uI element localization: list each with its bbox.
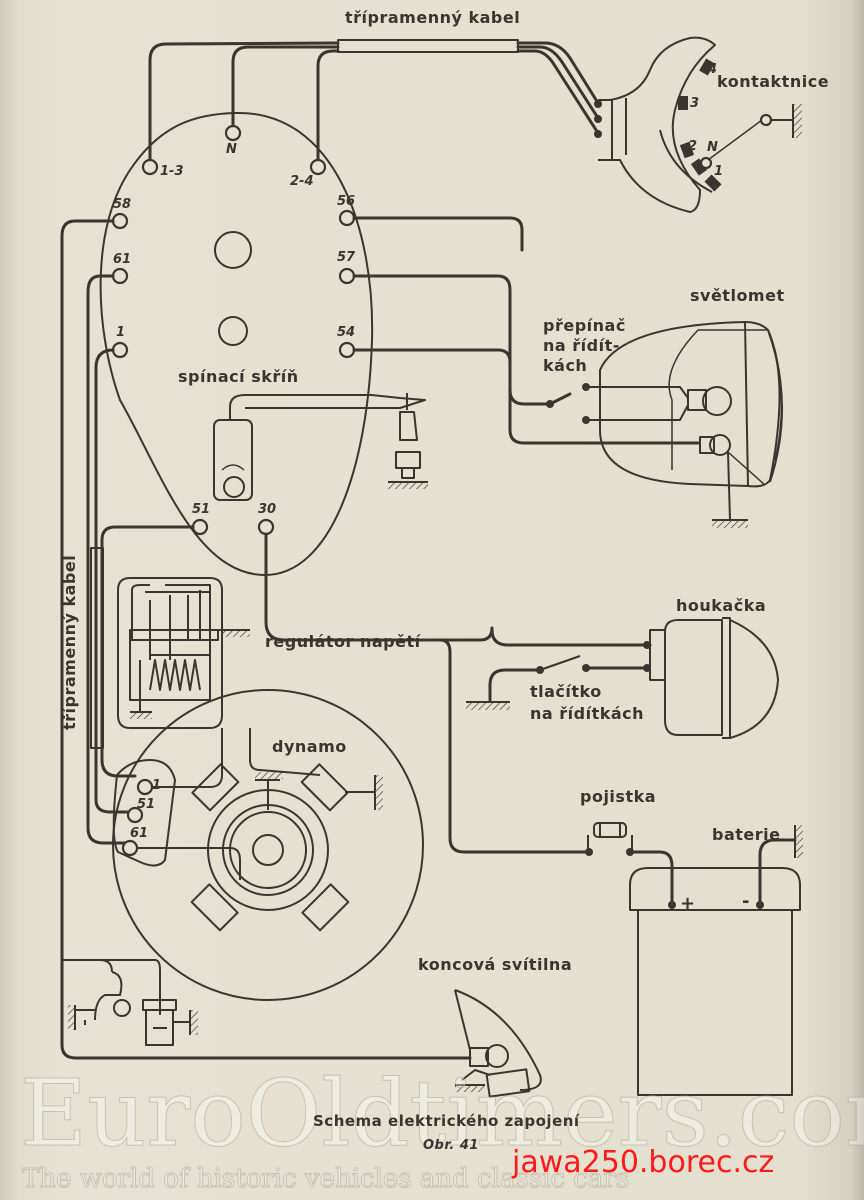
dynamo [112, 689, 424, 1001]
label-fuse: pojistka [580, 787, 657, 806]
wire-30 [264, 532, 652, 647]
breaker-label-3: 3 [690, 96, 700, 111]
figure-number: Obr. 41 [423, 1138, 479, 1153]
watermark-brand: EuroOldtimers.com [19, 1060, 864, 1168]
voltage-regulator [117, 577, 250, 729]
breaker-label-2: 2 [688, 139, 698, 154]
top-cable-sheath [337, 39, 519, 53]
label-dimmer-switch-3: kách [543, 356, 588, 375]
dynamo-terminal-label-61: 61 [130, 826, 149, 841]
wire-54 [352, 348, 700, 445]
terminal-30 [257, 518, 275, 536]
terminal-51 [191, 518, 209, 536]
wire-N [231, 45, 600, 130]
fuse-and-battery [585, 822, 803, 1096]
breaker-label-1: 1 [714, 164, 724, 179]
label-dimmer-switch-2: na řídít- [543, 336, 620, 355]
wire-57 [352, 274, 572, 406]
wire-56 [352, 216, 524, 252]
label-contact-breaker: kontaktnice [717, 72, 830, 91]
contact-breaker [594, 36, 802, 213]
label-horn: houkačka [676, 596, 767, 615]
breaker-and-capacitor [62, 959, 198, 1046]
terminal-57 [338, 267, 356, 285]
terminal-label-54: 54 [337, 325, 356, 340]
label-battery: baterie [712, 825, 781, 844]
tail-light [454, 989, 542, 1098]
label-horn-button-2: na řídítkách [530, 704, 645, 723]
terminal-label-1-3: 1-3 [160, 164, 184, 179]
terminal-54 [338, 341, 356, 359]
terminal-label-61: 61 [113, 252, 132, 267]
terminal-61 [111, 267, 129, 285]
terminal-56 [338, 209, 356, 227]
terminal-58 [111, 212, 129, 230]
switch-box-hole-top [214, 231, 252, 269]
label-dynamo: dynamo [272, 737, 347, 756]
horn [466, 617, 779, 739]
label-switch-box: spínací skříň [178, 367, 299, 386]
terminal-2-4 [309, 158, 327, 176]
battery-plus: + [680, 893, 696, 914]
site-url[interactable]: jawa250.borec.cz [512, 1145, 775, 1180]
terminal-label-56: 56 [337, 194, 356, 209]
label-headlight: světlomet [690, 286, 785, 305]
label-top-cable: třípramenný kabel [345, 8, 521, 27]
terminal-label-N: N [226, 142, 237, 157]
diagram-title: Schema elektrického zapojení [313, 1112, 580, 1130]
terminal-label-1: 1 [116, 325, 126, 340]
switch-box-outline [99, 111, 374, 576]
terminal-label-30: 30 [258, 502, 277, 517]
terminal-1 [111, 341, 129, 359]
wire-51 [100, 525, 195, 778]
terminal-label-51: 51 [192, 502, 211, 517]
switch-box-hole-bottom [218, 316, 248, 346]
label-left-cable: třípramenný kabel [60, 554, 79, 730]
terminal-1-3 [141, 158, 159, 176]
headlight [546, 321, 783, 528]
label-horn-button-1: tlačítko [530, 682, 602, 701]
battery-minus: - [742, 891, 750, 912]
wire-2-4 [316, 49, 600, 164]
label-tail-light: koncová svítilna [418, 955, 573, 974]
dynamo-terminal-label-1: 1 [152, 778, 162, 793]
label-regulator: regulátor napětí [265, 632, 421, 651]
terminal-N [224, 124, 242, 142]
terminal-label-2-4: 2-4 [290, 174, 314, 189]
terminal-label-58: 58 [113, 197, 132, 212]
wire-30-to-fuse [438, 638, 589, 854]
dynamo-terminal-label-51: 51 [137, 797, 156, 812]
wire-61 [86, 274, 130, 845]
breaker-label-4: 4 [708, 62, 718, 77]
wire-1 [94, 348, 134, 814]
ignition-coil-and-spark-plug [213, 393, 428, 501]
wire-1-3 [148, 41, 600, 164]
label-dimmer-switch-1: přepínač [543, 316, 626, 335]
breaker-label-N: N [707, 140, 718, 155]
wire-58-tail [60, 219, 472, 1060]
watermark-tagline: The world of historic vehicles and class… [21, 1164, 630, 1195]
terminal-label-57: 57 [337, 250, 356, 265]
